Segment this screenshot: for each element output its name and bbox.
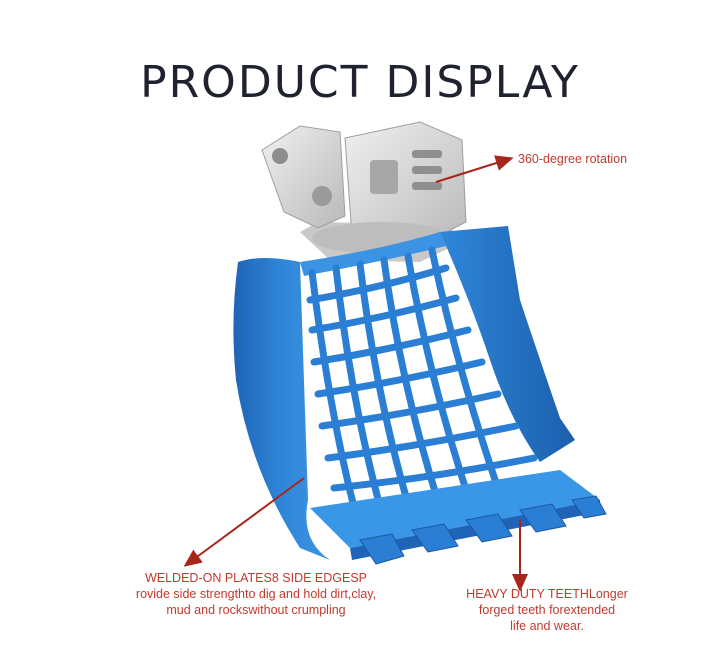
plates-callout-line-3: mud and rockswithout crumpling xyxy=(166,603,346,617)
teeth-callout-line-3: life and wear. xyxy=(510,619,584,633)
page-title: PRODUCT DISPLAY xyxy=(140,57,580,109)
teeth-callout: HEAVY DUTY TEETHLonger forged teeth fore… xyxy=(462,586,632,634)
teeth-callout-line-1: HEAVY DUTY TEETHLonger xyxy=(466,587,628,601)
sieve-bucket xyxy=(233,226,607,565)
teeth-callout-line-2: forged teeth forextended xyxy=(478,603,616,617)
rotation-callout: 360-degree rotation xyxy=(518,152,628,166)
plates-callout-line-1: WELDED-ON PLATES8 SIDE EDGESP xyxy=(144,571,368,585)
plates-arrow xyxy=(183,477,305,567)
plates-callout-line-2: rovide side strengthto dig and hold dirt… xyxy=(135,587,377,601)
plates-callout: WELDED-ON PLATES8 SIDE EDGESP rovide sid… xyxy=(116,570,396,618)
rotation-arrow xyxy=(435,155,514,183)
